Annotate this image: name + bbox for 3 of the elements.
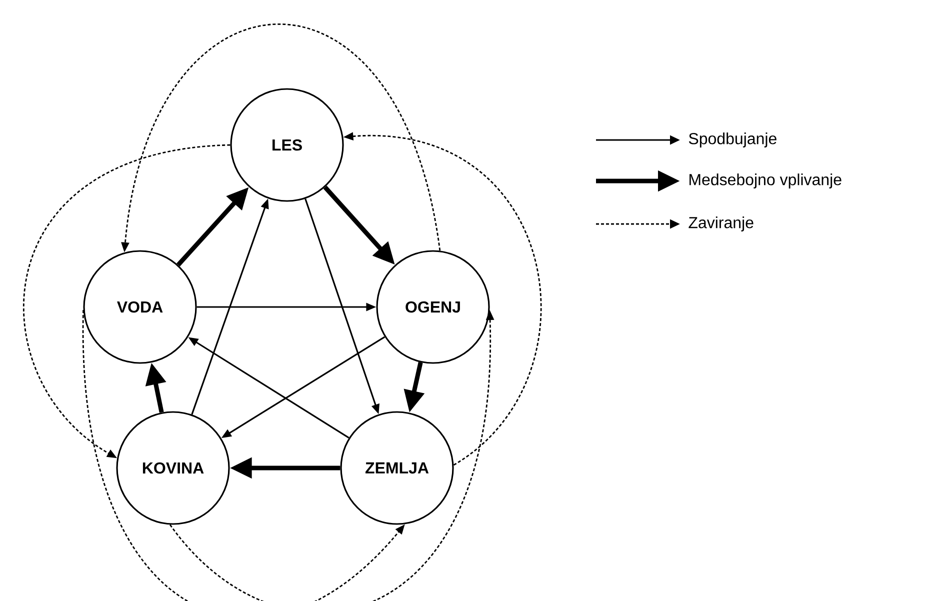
legend-label: Medsebojno vplivanje — [690, 174, 842, 188]
legend-label: Spodbujanje — [688, 132, 776, 148]
legend-label: Zaviranje — [688, 216, 754, 232]
